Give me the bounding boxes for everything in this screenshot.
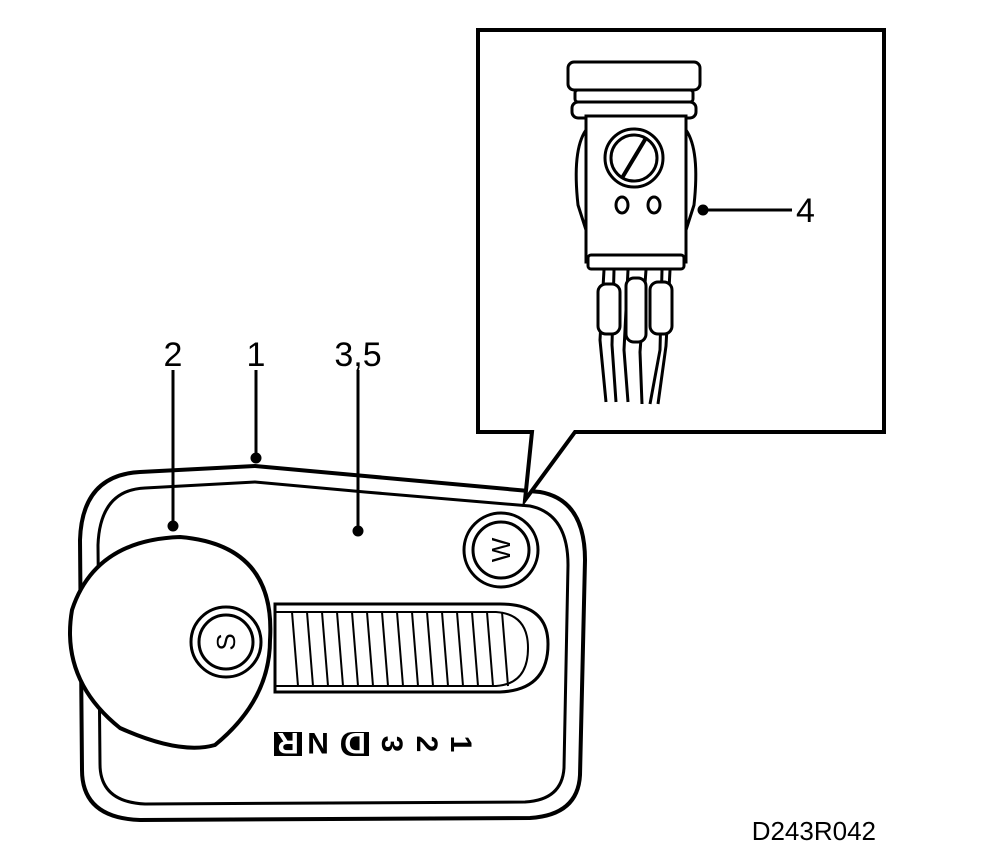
s-button: S (189, 605, 263, 679)
gear-1: 1 (444, 736, 477, 753)
slot-rib (306, 611, 314, 687)
slot-rib (396, 611, 404, 687)
slot-rib (426, 611, 434, 687)
shifter-housing-inner (96, 480, 570, 806)
slot-rib (321, 611, 329, 687)
slot-rib (351, 611, 359, 687)
slot-rib (456, 611, 464, 687)
callout-3-5: 3,5 (334, 336, 381, 374)
slot-rib (441, 611, 449, 687)
s-button-label: S (211, 633, 241, 650)
svg-text:D: D (344, 726, 366, 759)
slot-rib (336, 611, 344, 687)
leader-lines (167, 204, 792, 537)
gear-r: R (274, 726, 302, 759)
w-button-label: W (486, 537, 516, 562)
gear-2: 2 (410, 736, 443, 753)
slot-ribs (291, 611, 509, 687)
switch-component (566, 60, 702, 271)
gear-n: N (307, 726, 329, 759)
gear-d: D (341, 726, 369, 759)
slot-rib (291, 611, 299, 687)
figure-code: D243R042 (752, 816, 876, 846)
shift-knob: S (68, 534, 273, 750)
selector-slot (273, 602, 550, 694)
w-button: W (462, 511, 540, 589)
slot-rib (381, 611, 389, 687)
svg-text:R: R (277, 726, 299, 759)
gear-indicator: R N D 3 2 1 (274, 726, 477, 759)
slot-rib (366, 611, 374, 687)
callout-4: 4 (796, 192, 815, 230)
slot-rib (411, 611, 419, 687)
switch-wires (596, 269, 674, 405)
callout-1: 1 (247, 336, 266, 374)
callout-2: 2 (164, 336, 183, 374)
slot-rib (471, 611, 479, 687)
slot-rib (486, 611, 494, 687)
slot-rib (501, 611, 509, 687)
gear-3: 3 (375, 736, 408, 753)
